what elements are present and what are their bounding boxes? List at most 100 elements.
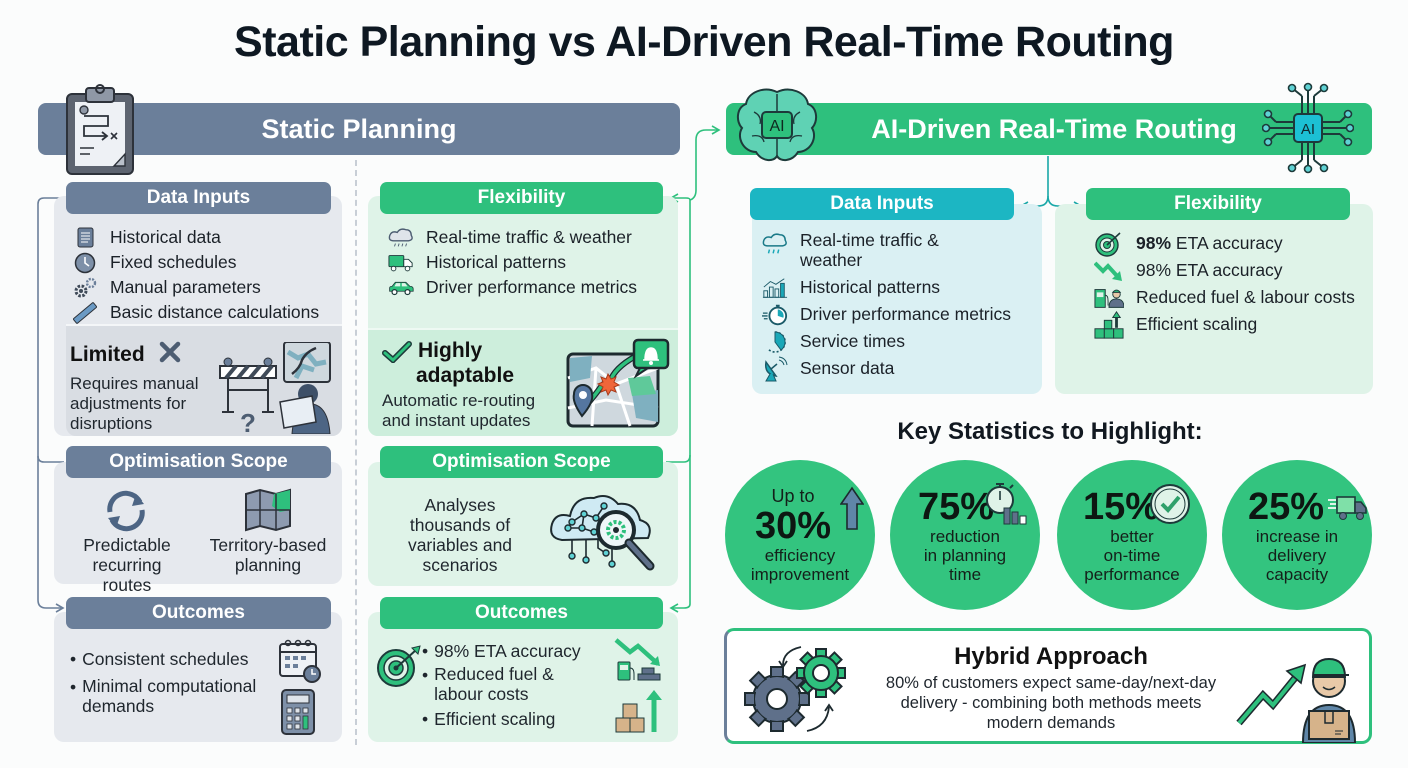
recurring-arrows-icon (100, 490, 152, 537)
hybrid-title: Hybrid Approach (954, 643, 1148, 670)
ruler-icon (72, 301, 98, 324)
gears-cycle-icon (743, 643, 855, 740)
adaptable-heading-line2: adaptable (416, 364, 515, 387)
list-item: Basic distance calculations (72, 300, 319, 325)
static-optimisation-header-label: Optimisation Scope (109, 451, 288, 472)
fast-truck-icon (1328, 494, 1368, 527)
static-outcomes-list: •Consistent schedules •Minimal computati… (70, 648, 270, 716)
list-item: •98% ETA accuracy (422, 641, 581, 661)
fuel-worker-icon (1094, 287, 1124, 309)
key-statistics-title: Key Statistics to Highlight: (897, 418, 1203, 445)
stopwatch-bars-icon (982, 480, 1030, 531)
list-item: Historical patterns (762, 274, 1042, 301)
ai-flexibility-header: Flexibility (380, 182, 663, 214)
growth-trend-arrow-icon (1235, 661, 1309, 732)
list-item: Sensor data (762, 355, 1042, 382)
truck-icon (388, 252, 414, 274)
calculator-icon (280, 688, 316, 741)
list-item: Manual parameters (72, 275, 319, 300)
list-item: Service times (762, 328, 1042, 355)
list-item: •Reduced fuel & labour costs (422, 664, 554, 704)
list-item: Efficient scaling (1094, 310, 1355, 339)
ai-routing-banner-label: AI-Driven Real-Time Routing (871, 113, 1237, 144)
fuel-cost-down-icon (614, 636, 664, 689)
static-data-inputs-list: Historical data Fixed schedules Manual p… (72, 225, 319, 325)
list-item: •Minimal computational demands (70, 676, 257, 716)
ai-brain-icon: AI (734, 86, 820, 169)
static-data-inputs-header-label: Data Inputs (146, 187, 251, 208)
list-item: Historical data (72, 225, 319, 250)
cloud-rain-icon (762, 230, 788, 258)
ai-outcomes-header: Outcomes (380, 597, 663, 629)
ai-adaptable-block: Highly adaptable Automatic re-routing an… (382, 338, 562, 431)
cloud-analytics-magnifier-icon (548, 488, 660, 585)
svg-text:?: ? (240, 408, 256, 434)
clock-check-icon (1148, 482, 1192, 531)
list-item: •Consistent schedules (70, 649, 249, 669)
ai-optimisation-header: Optimisation Scope (380, 446, 663, 478)
stat-planning-time: 75% reduction in planning time (890, 460, 1040, 610)
ai-optimisation-header-label: Optimisation Scope (432, 451, 611, 472)
satellite-dish-icon (762, 356, 788, 381)
hybrid-approach-card: Hybrid Approach 80% of customers expect … (724, 628, 1372, 744)
ai-flexibility-header-label: Flexibility (477, 187, 566, 208)
arrow-up-icon (839, 486, 865, 535)
trend-down-icon (1094, 260, 1124, 282)
document-icon (72, 227, 98, 249)
static-optimisation-panel (54, 462, 342, 584)
ai-outcomes-header-label: Outcomes (475, 602, 568, 623)
territory-map-icon (244, 488, 292, 537)
list-item: Driver performance metrics (762, 301, 1042, 328)
territory-planning-label: Territory-based planning (209, 535, 327, 575)
check-icon (382, 341, 412, 368)
clipboard-route-icon (64, 84, 136, 181)
boxes-growth-icon (1094, 310, 1124, 339)
clock-icon (72, 252, 98, 274)
list-item: 98% ETA accuracy (1094, 230, 1355, 257)
list-item: 98% ETA accuracy (1094, 257, 1355, 284)
ai-optimisation-description: Analyses thousands of variables and scen… (407, 495, 513, 575)
static-flexibility-block: Limited Requires manual adjustments for … (70, 341, 220, 434)
stopwatch-icon (762, 304, 788, 326)
pie-clock-icon (762, 330, 788, 353)
ai-data-inputs-header: Data Inputs (750, 188, 1014, 220)
ai-data-inputs-list: Real-time traffic & weather Historical p… (762, 230, 1042, 382)
ai-data-inputs-header-label: Data Inputs (830, 193, 934, 214)
static-planning-banner: Static Planning (38, 103, 680, 155)
hybrid-body: 80% of customers expect same-day/next-da… (885, 674, 1217, 732)
calendar-clock-icon (278, 638, 322, 689)
x-icon (159, 341, 181, 368)
static-outcomes-header: Outcomes (66, 597, 331, 629)
roadblock-confused-planner-icon: ? (216, 341, 332, 439)
limited-description: Requires manual adjustments for disrupti… (70, 374, 199, 433)
ai-right-flexibility-list: 98% ETA accuracy 98% ETA accuracy Reduce… (1094, 230, 1355, 339)
adaptable-heading-line1: Highly (418, 339, 483, 362)
svg-text:AI: AI (769, 118, 784, 135)
cloud-rain-icon (388, 227, 414, 249)
ai-right-flexibility-header: Flexibility (1086, 188, 1350, 220)
bar-chart-icon (762, 277, 788, 299)
gears-icon (72, 277, 98, 299)
list-item: Real-time traffic & weather (762, 230, 1042, 270)
stat-efficiency: Up to 30% efficiency improvement (725, 460, 875, 610)
list-item: Fixed schedules (72, 250, 319, 275)
target-icon (376, 644, 422, 695)
column-divider (355, 160, 357, 745)
svg-text:AI: AI (1301, 121, 1315, 138)
list-item: Reduced fuel & labour costs (1094, 284, 1355, 311)
static-planning-banner-label: Static Planning (261, 113, 457, 144)
stat-on-time: 15% better on-time performance (1057, 460, 1207, 610)
static-outcomes-header-label: Outcomes (152, 602, 245, 623)
stat-delivery-capacity: 25% increase in delivery capacity (1222, 460, 1372, 610)
static-optimisation-header: Optimisation Scope (66, 446, 331, 478)
ai-chip-circuit-icon: AI (1261, 82, 1355, 179)
ai-data-inputs-panel (752, 204, 1042, 394)
delivery-person-icon (1297, 647, 1361, 748)
ai-flexibility-list: Real-time traffic & weather Historical p… (388, 225, 637, 300)
rerouting-map-alert-icon (566, 338, 672, 435)
target-icon (1094, 231, 1124, 257)
car-icon (388, 277, 414, 299)
predictable-routes-label: Predictable recurring routes (83, 535, 171, 595)
list-item: Historical patterns (388, 250, 637, 275)
